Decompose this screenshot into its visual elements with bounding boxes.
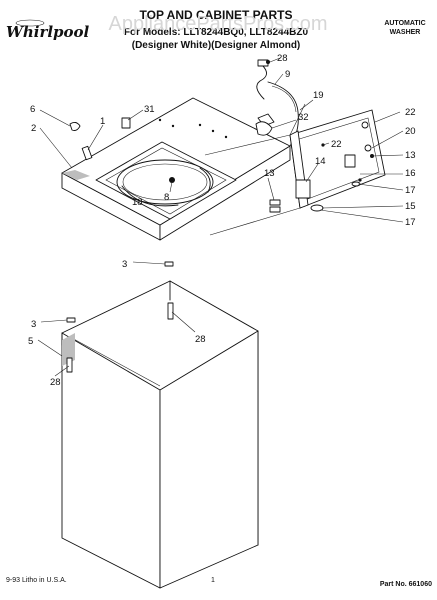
callout-labels: 1 2 3 3 5 6 8 9 13 13 14 15 16 17 17 18 … [28,53,416,388]
callout-13: 13 [405,150,416,161]
callout-3: 3 [122,259,127,270]
clip-31 [121,117,131,129]
product-type: WASHER [390,29,421,36]
model-variants: (Designer White)(Designer Almond) [132,40,301,51]
print-info: 9-93 Litho in U.S.A. [6,577,67,584]
washer-cabinet [61,261,259,589]
callout-16: 16 [405,168,416,179]
leader-lines [37,57,404,377]
lid-switch [255,121,273,136]
callout-32: 32 [298,112,309,123]
callout-17: 17 [405,217,416,228]
callout-13: 13 [264,168,275,179]
callout-6: 6 [30,104,35,115]
callout-31: 31 [144,104,155,115]
page-number: 1 [211,577,215,584]
product-line: AUTOMATIC [384,20,425,27]
whirlpool-logo: Whirlpool [6,19,90,41]
callout-2: 2 [31,123,36,134]
callout-14: 14 [315,156,326,167]
callout-5: 5 [28,336,33,347]
callout-28: 28 [50,377,61,388]
model-numbers: For Models: LLT8244BQ0, LLT8244BZ0 [124,27,309,38]
part-number: Part No. 661060 [380,581,432,588]
control-console [204,103,386,236]
callout-20: 20 [405,126,416,137]
page-title: TOP AND CABINET PARTS [140,8,293,22]
svg-text:Whirlpool: Whirlpool [6,23,90,41]
washer-top [61,97,291,241]
callout-28: 28 [277,53,288,64]
callout-3: 3 [31,319,36,330]
callout-22: 22 [331,139,342,150]
watermark: AppliancePartsPros.com [109,13,328,35]
callout-1: 1 [100,116,105,127]
callout-9: 9 [285,69,290,80]
callout-18: 18 [132,197,143,208]
callout-15: 15 [405,201,416,212]
callout-8: 8 [164,192,169,203]
callout-22: 22 [405,107,416,118]
callout-28: 28 [195,334,206,345]
callout-19: 19 [313,90,324,101]
callout-17: 17 [405,185,416,196]
